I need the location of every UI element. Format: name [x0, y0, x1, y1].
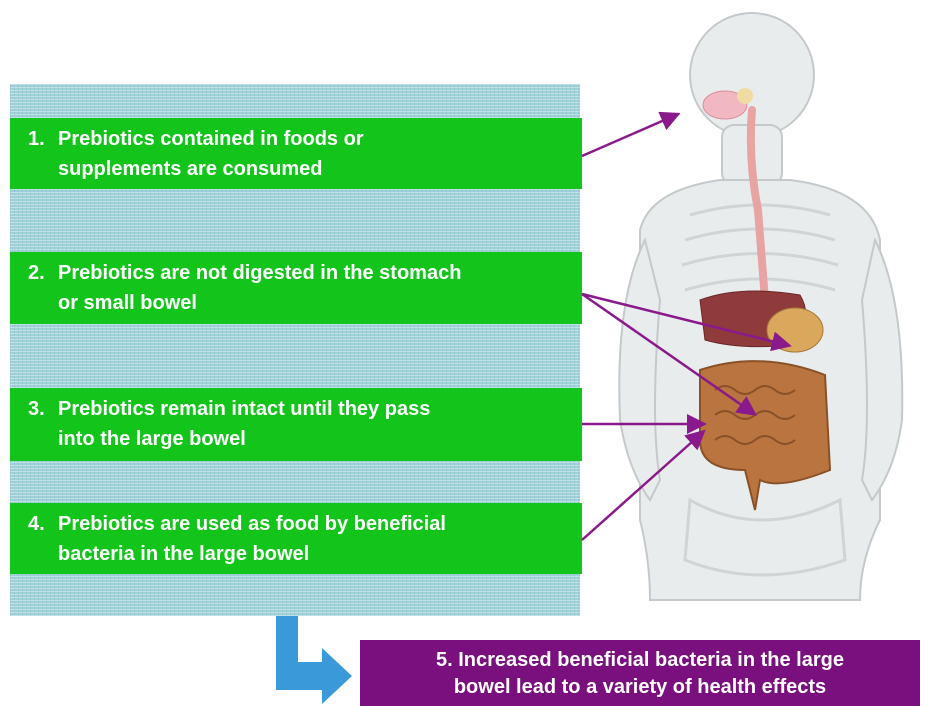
result-line-1: 5. Increased beneficial bacteria in the …: [360, 647, 920, 674]
arrow-step-2-intestine: [582, 294, 753, 413]
arrow-step-2-stomach: [582, 294, 787, 345]
result-box: 5. Increased beneficial bacteria in the …: [360, 640, 920, 706]
result-line-2: bowel lead to a variety of health effect…: [360, 674, 920, 701]
arrow-step-1: [582, 115, 676, 156]
arrow-step-4: [582, 433, 702, 540]
flow-arrow: [276, 616, 352, 704]
